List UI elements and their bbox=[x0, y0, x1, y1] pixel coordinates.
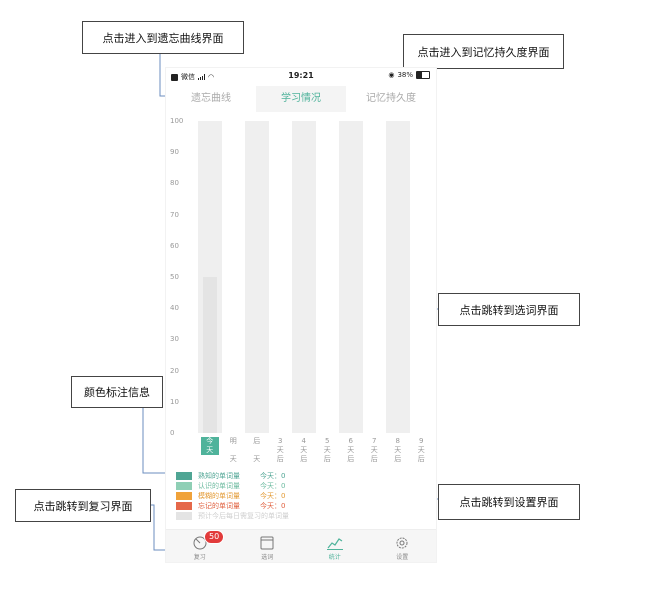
y-tick-label: 50 bbox=[170, 273, 179, 281]
nav-review-label: 复习 bbox=[193, 554, 206, 561]
status-bar: 微信 ◠ 19:21 ◉ 38% bbox=[166, 68, 436, 86]
chart-column-bg bbox=[386, 121, 410, 433]
nav-review[interactable]: 50 复习 bbox=[166, 530, 234, 562]
wechat-icon bbox=[171, 73, 178, 81]
carrier-label: 微信 bbox=[181, 73, 195, 81]
callout-review: 点击跳转到复习界面 bbox=[15, 489, 151, 522]
battery-percent: 38% bbox=[397, 71, 413, 79]
chart-bar bbox=[202, 277, 217, 433]
x-tick-label[interactable]: 后 天 bbox=[253, 437, 261, 463]
chart-column-bg bbox=[245, 121, 269, 433]
y-tick-label: 30 bbox=[170, 335, 179, 344]
nav-statistics-label: 统计 bbox=[328, 554, 341, 561]
legend-value: 今天：0 bbox=[260, 502, 286, 510]
x-tick-label[interactable]: 6 天 后 bbox=[347, 437, 355, 463]
orientation-lock-icon: ◉ bbox=[388, 71, 395, 79]
color-legend: 熟知的单词量今天：0 认识的单词量今天：0 模糊的单词量今天：0 忘记的单词量今… bbox=[176, 471, 436, 521]
y-tick-label: 100 bbox=[170, 117, 184, 125]
chart-column-bg bbox=[410, 121, 434, 433]
y-tick-label: 10 bbox=[170, 397, 179, 406]
callout-memory-duration: 点击进入到记忆持久度界面 bbox=[403, 34, 564, 69]
tab-memory-duration[interactable]: 记忆持久度 bbox=[366, 93, 416, 104]
nav-settings[interactable]: 设置 bbox=[369, 530, 437, 562]
callout-forgetting-curve: 点击进入到遗忘曲线界面 bbox=[82, 21, 244, 54]
x-tick-label[interactable]: 7 天 后 bbox=[370, 437, 378, 463]
legend-item: 预计今后每日需复习的单词量 bbox=[176, 511, 436, 521]
book-icon bbox=[260, 536, 274, 550]
callout-color-legend: 颜色标注信息 bbox=[71, 376, 163, 408]
x-tick-label[interactable]: 4 天 后 bbox=[300, 437, 308, 463]
x-tick-label[interactable]: 8 天 后 bbox=[394, 437, 402, 463]
chart-column-bg bbox=[222, 121, 246, 433]
status-time: 19:21 bbox=[288, 71, 314, 80]
callout-settings: 点击跳转到设置界面 bbox=[438, 484, 580, 520]
y-tick-label: 60 bbox=[170, 241, 179, 250]
y-tick-label: 80 bbox=[170, 179, 179, 188]
review-icon bbox=[193, 536, 207, 550]
y-tick-label: 0 bbox=[170, 429, 175, 437]
line-chart-icon bbox=[326, 538, 343, 550]
legend-swatch bbox=[176, 472, 192, 480]
legend-value: 今天：0 bbox=[260, 482, 286, 490]
legend-value: 今天：0 bbox=[260, 492, 286, 500]
legend-item: 忘记的单词量 今天：0 bbox=[176, 501, 436, 511]
legend-value: 今天：0 bbox=[260, 472, 286, 480]
battery-icon bbox=[416, 71, 430, 79]
signal-icon bbox=[198, 74, 205, 80]
chart-column-bg bbox=[269, 121, 293, 433]
top-tabs: 遗忘曲线 学习情况 记忆持久度 bbox=[166, 86, 436, 112]
tab-forgetting-curve[interactable]: 遗忘曲线 bbox=[191, 93, 231, 104]
legend-label: 预计今后每日需复习的单词量 bbox=[198, 512, 289, 520]
legend-label: 熟知的单词量 bbox=[198, 472, 240, 480]
chart-column-bg bbox=[292, 121, 316, 433]
legend-item: 模糊的单词量 今天：0 bbox=[176, 491, 436, 501]
y-tick-label: 40 bbox=[170, 304, 179, 313]
bottom-nav: 50 复习 选词 统计 设置 bbox=[166, 529, 436, 562]
y-tick-label: 90 bbox=[170, 148, 179, 157]
x-tick-label[interactable]: 3 天 后 bbox=[276, 437, 284, 463]
y-tick-label: 20 bbox=[170, 366, 179, 375]
chart-column-bg bbox=[339, 121, 363, 433]
legend-swatch bbox=[176, 502, 192, 510]
wifi-icon: ◠ bbox=[208, 73, 215, 81]
callout-select-words: 点击跳转到选词界面 bbox=[438, 293, 580, 326]
legend-label: 模糊的单词量 bbox=[198, 492, 240, 500]
x-tick-label[interactable]: 5 天 后 bbox=[323, 437, 331, 463]
legend-item: 认识的单词量 今天：0 bbox=[176, 481, 436, 491]
legend-swatch bbox=[176, 482, 192, 490]
chart-column-bg bbox=[363, 121, 387, 433]
y-tick-label: 70 bbox=[170, 210, 179, 219]
nav-select-words[interactable]: 选词 bbox=[234, 530, 302, 562]
nav-settings-label: 设置 bbox=[396, 554, 409, 561]
x-tick-label[interactable]: 今 天 bbox=[200, 437, 219, 455]
gear-icon bbox=[396, 537, 408, 549]
chart-column-bg bbox=[316, 121, 340, 433]
legend-item: 熟知的单词量 今天：0 bbox=[176, 471, 436, 481]
x-tick-label[interactable]: 明 天 bbox=[229, 437, 237, 463]
legend-swatch bbox=[176, 512, 192, 520]
legend-label: 认识的单词量 bbox=[198, 482, 240, 490]
legend-swatch bbox=[176, 492, 192, 500]
review-count-badge: 50 bbox=[204, 530, 225, 544]
legend-label: 忘记的单词量 bbox=[198, 502, 240, 510]
x-tick-label[interactable]: 9 天 后 bbox=[417, 437, 425, 463]
nav-select-words-label: 选词 bbox=[261, 554, 274, 561]
tab-learning-status[interactable]: 学习情况 bbox=[256, 86, 346, 112]
nav-statistics[interactable]: 统计 bbox=[301, 530, 369, 562]
